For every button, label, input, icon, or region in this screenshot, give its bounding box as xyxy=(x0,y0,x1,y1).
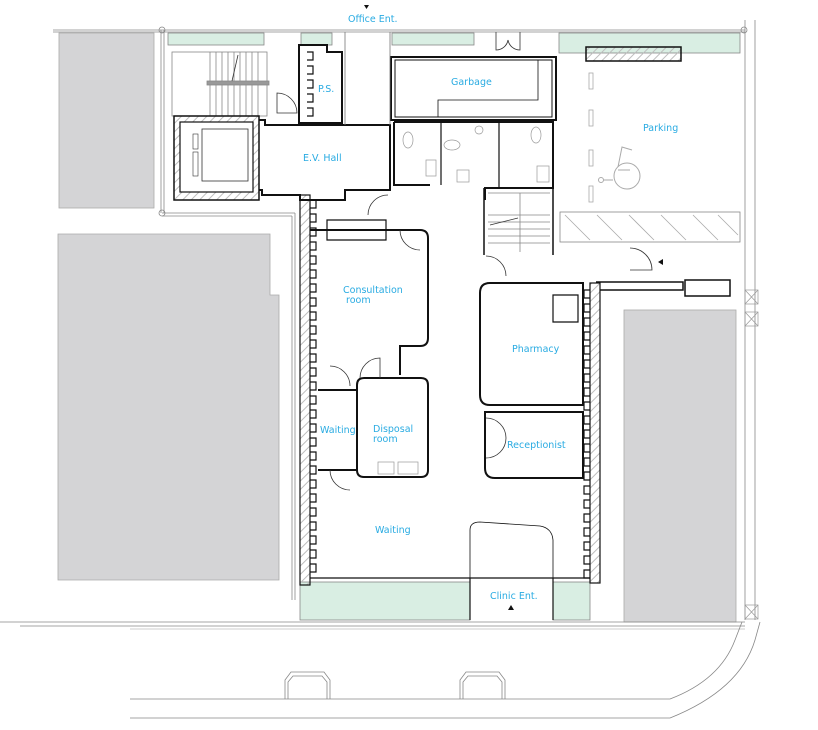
wheelchair-accessible-icon xyxy=(598,146,641,190)
room-label-receptionist: Receptionist xyxy=(507,440,566,451)
elevator-icon xyxy=(173,115,260,201)
room-label-consultation: Consultation room xyxy=(343,285,403,306)
room-label-ev-hall: E.V. Hall xyxy=(303,153,342,164)
down-arrow-icon xyxy=(364,5,369,9)
parking-markings xyxy=(559,72,741,243)
street-curb xyxy=(130,621,761,719)
toilet-icon xyxy=(402,126,542,151)
office-entrance-label: Office Ent. xyxy=(348,14,398,25)
sink-icon xyxy=(377,125,550,475)
office-entrance-passage xyxy=(344,32,391,125)
room-label-parking: Parking xyxy=(643,123,679,134)
neighbor-buildings xyxy=(57,32,737,623)
clinic-entrance-label: Clinic Ent. xyxy=(490,591,538,602)
site-boundary xyxy=(0,20,756,627)
room-label-disposal: Disposal room xyxy=(373,424,414,445)
interior-walls xyxy=(259,44,731,620)
planters xyxy=(167,32,741,621)
left-arrow-icon xyxy=(658,259,663,265)
door-swing-icon xyxy=(276,32,653,491)
entrance-arrows xyxy=(364,5,663,610)
facade-fins xyxy=(307,51,590,579)
room-label-pharmacy: Pharmacy xyxy=(512,344,560,355)
room-label-waiting-small: Waiting xyxy=(320,425,356,436)
edge-markers xyxy=(744,289,759,620)
stair-icon xyxy=(171,51,270,117)
stair-icon xyxy=(488,192,550,252)
up-arrow-icon xyxy=(508,605,514,610)
room-label-ps: P.S. xyxy=(318,84,335,95)
room-label-waiting-main: Waiting xyxy=(375,525,411,536)
room-label-garbage: Garbage xyxy=(451,77,492,88)
